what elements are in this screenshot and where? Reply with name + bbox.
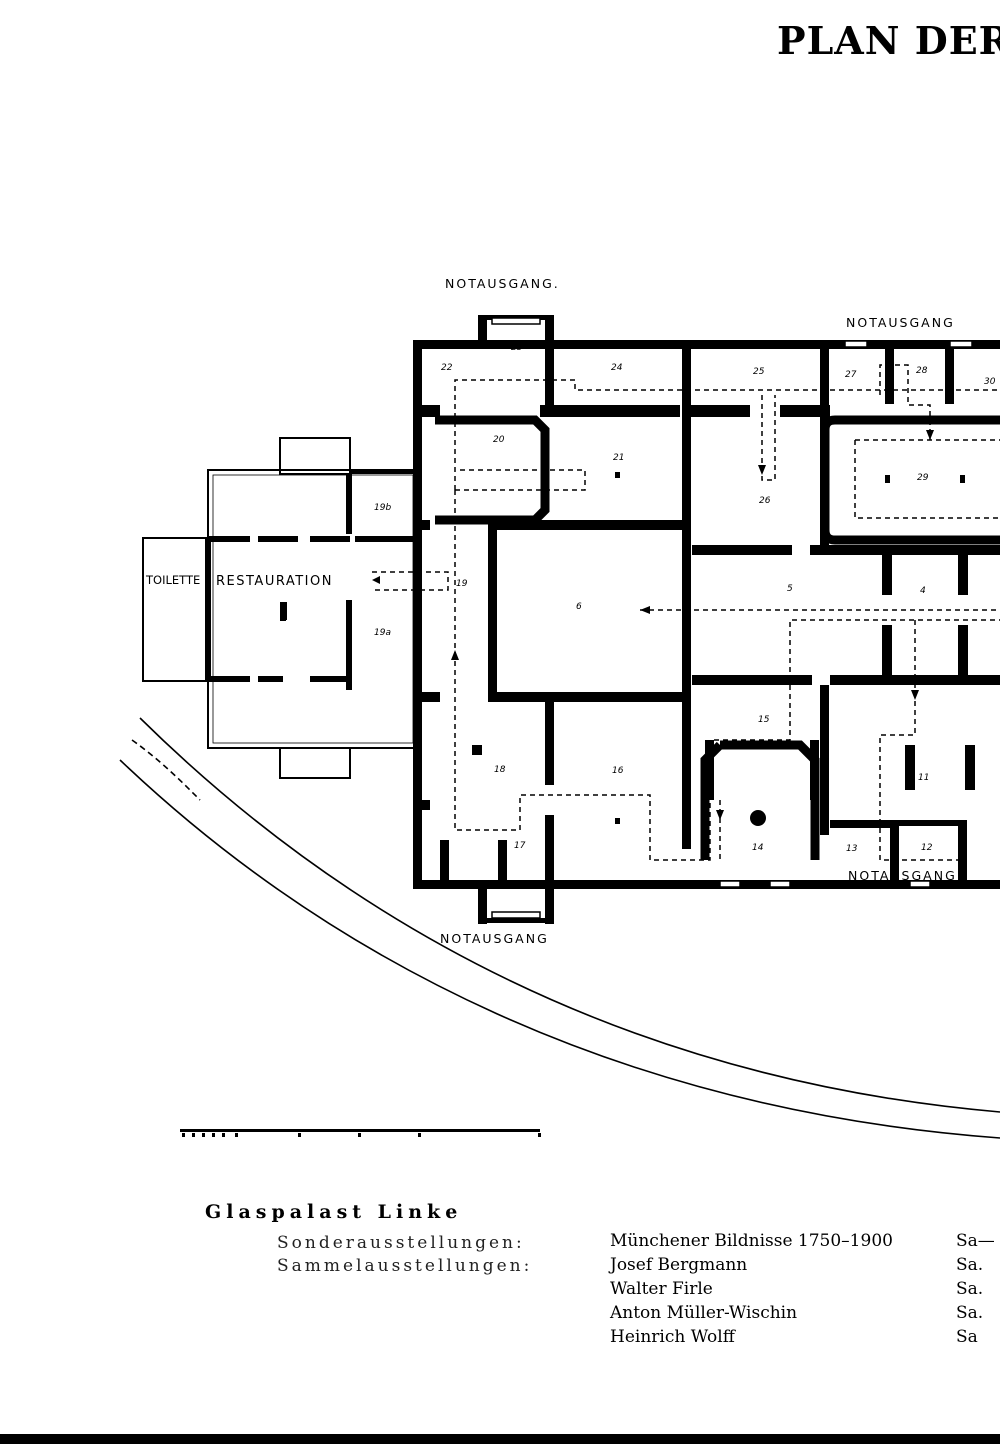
room-number: 29 — [917, 473, 929, 483]
room-number: 28 — [916, 366, 928, 376]
exhibition-entry: Anton Müller-Wischin — [610, 1303, 798, 1323]
room-number: 5 — [787, 584, 793, 594]
exit-label-top-right: NOTAUSGANG — [846, 315, 955, 330]
room-number: 4 — [920, 586, 926, 596]
room-ref: Sa— — [956, 1231, 995, 1251]
room-number: 17 — [514, 841, 526, 851]
room-ref: Sa — [956, 1327, 978, 1347]
page-title: PLAN DER — [777, 18, 1000, 63]
room-number: 11 — [918, 773, 929, 783]
exit-label-bottom-left: NOTAUSGANG — [440, 931, 549, 946]
room-number: 26 — [759, 496, 771, 506]
room-number: 23 — [511, 343, 523, 353]
street-curves — [119, 717, 1000, 1139]
room-number: 15 — [758, 715, 770, 725]
room-14-pillar — [750, 810, 766, 826]
scale-bar — [180, 1129, 541, 1137]
room-number: 25 — [753, 367, 765, 377]
exit-label-bottom-right: NOTAUSGANG — [848, 868, 957, 883]
room-number: 16 — [612, 766, 624, 776]
exhibition-entry: Heinrich Wolff — [610, 1327, 735, 1347]
room-number: 18 — [494, 765, 506, 775]
room-number: 27 — [845, 370, 857, 380]
bottom-border — [0, 1434, 1000, 1444]
room-ref: Sa. — [956, 1255, 984, 1275]
category-special-exhibitions: Sonderausstellungen: — [277, 1233, 525, 1253]
exhibition-entry: Münchener Bildnisse 1750–1900 — [610, 1231, 893, 1251]
restauration-label: RESTAURATION — [216, 574, 333, 589]
room-number: 19a — [374, 628, 391, 638]
room-number: 22 — [441, 363, 453, 373]
pillars — [280, 472, 965, 824]
room-number: 14 — [752, 843, 764, 853]
route-arrows — [372, 430, 934, 820]
room-number: 21 — [613, 453, 624, 463]
room-ref: Sa. — [956, 1279, 984, 1299]
category-collective-exhibitions: Sammelausstellungen: — [277, 1256, 533, 1276]
exit-doors — [491, 317, 973, 919]
room-numbers: 22 23 24 25 27 28 30 20 21 26 29 19b 19 … — [374, 343, 996, 854]
room-number: 20 — [493, 435, 505, 445]
toilette-label: TOILETTE — [145, 573, 200, 587]
room-number: 30 — [984, 377, 996, 387]
room-ref: Sa. — [956, 1303, 984, 1323]
room-number: 12 — [921, 843, 933, 853]
caption-heading: Glaspalast Linke — [205, 1201, 463, 1223]
room-number: 24 — [611, 363, 623, 373]
exhibition-entry: Walter Firle — [610, 1279, 713, 1299]
room-number: 19b — [374, 503, 391, 513]
room-number: 6 — [576, 602, 582, 612]
room-number: 13 — [846, 844, 858, 854]
exhibition-entry: Josef Bergmann — [610, 1255, 748, 1275]
exit-label-top-left: NOTAUSGANG. — [445, 276, 560, 291]
room-number: 19 — [456, 579, 468, 589]
